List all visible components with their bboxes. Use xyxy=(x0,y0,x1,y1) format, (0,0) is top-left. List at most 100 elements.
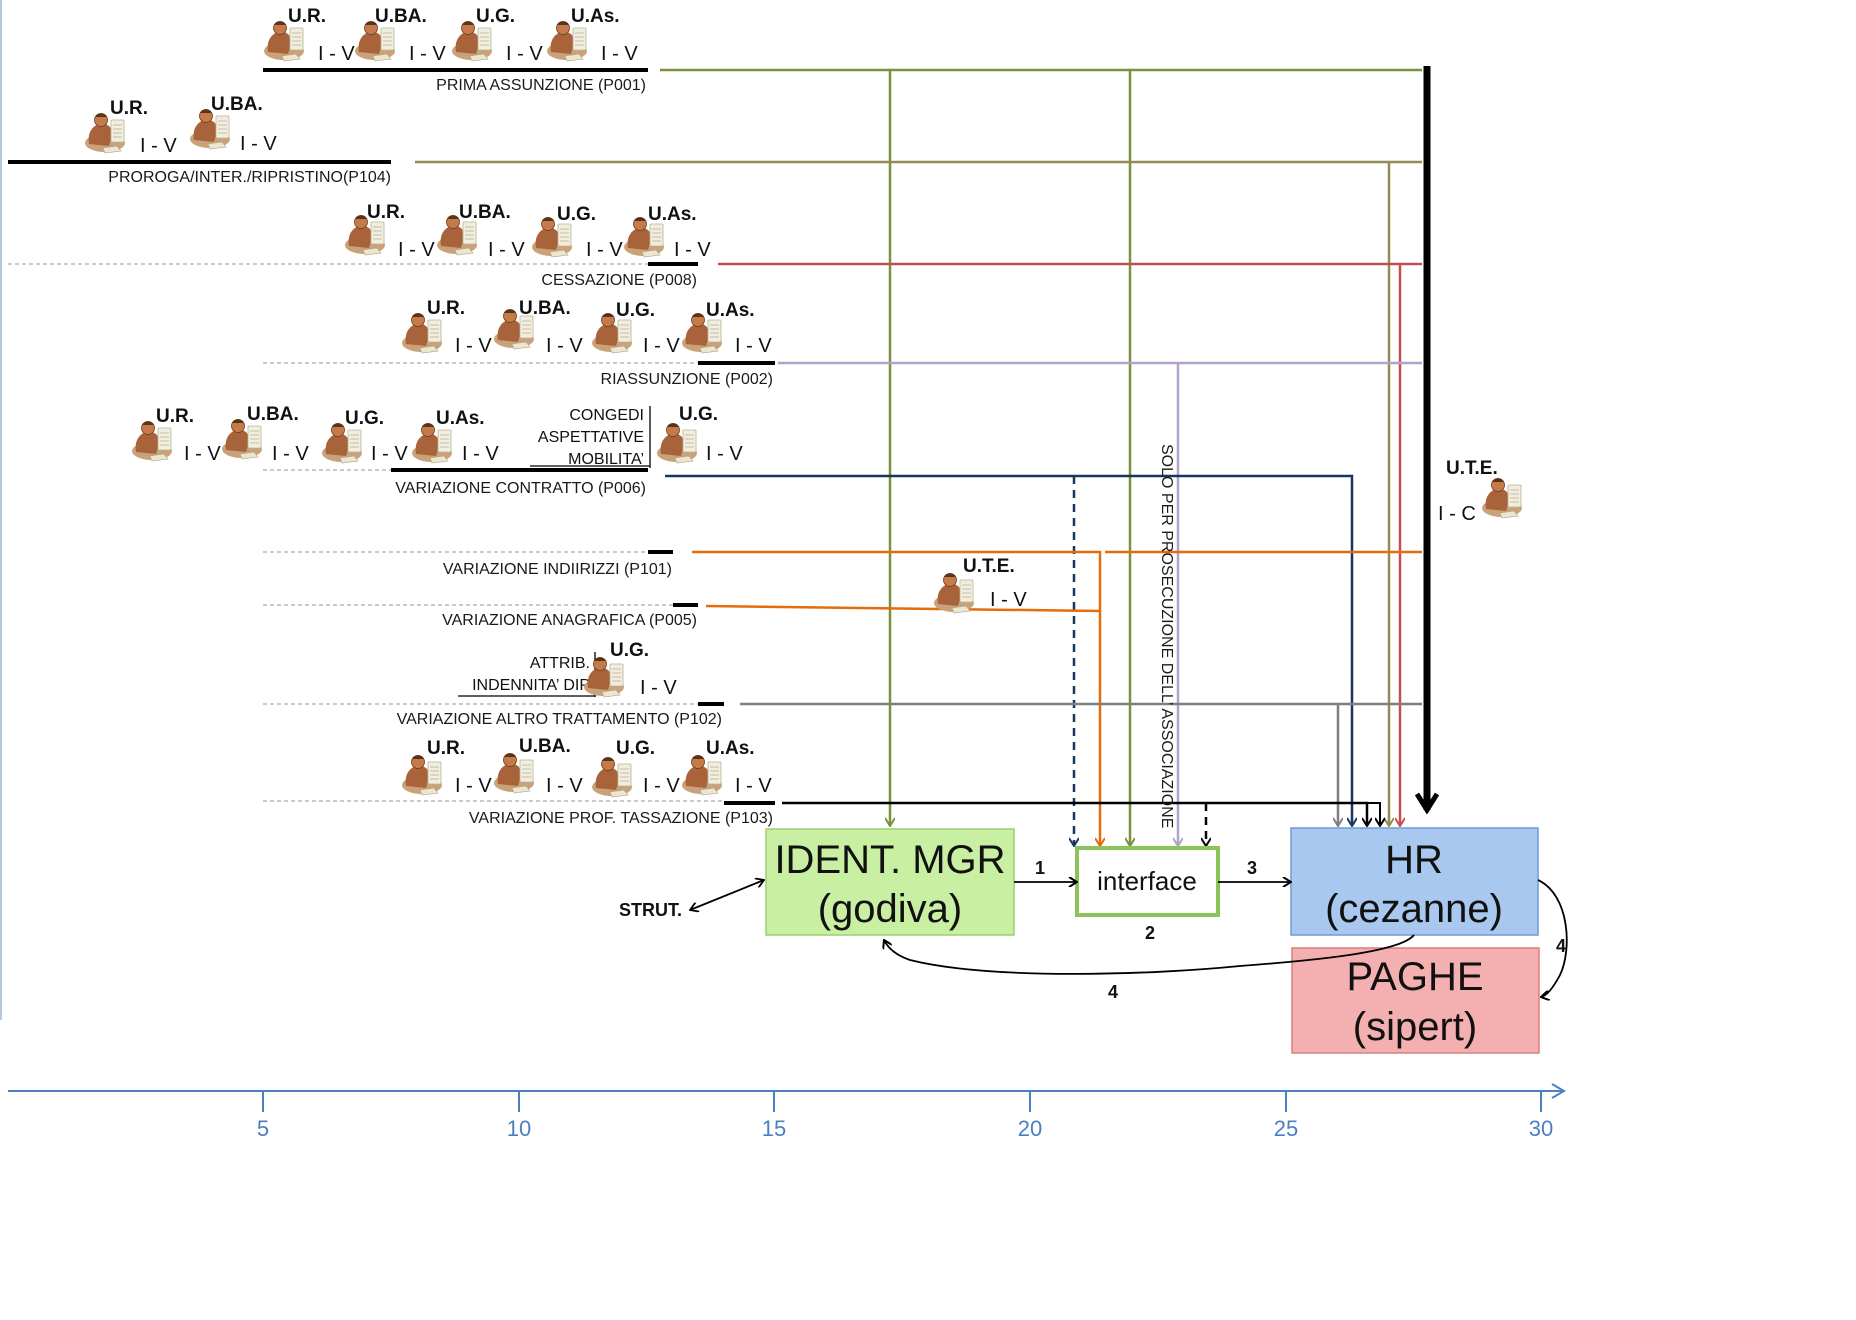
person-icon xyxy=(583,656,625,698)
person-icon xyxy=(354,20,396,62)
access-iv: I - V xyxy=(184,443,221,465)
actor-uas: U.As. xyxy=(706,738,755,759)
congedi-line1: CONGEDI xyxy=(569,407,644,424)
actor-ur: U.R. xyxy=(427,738,465,759)
ident-line2: (godiva) xyxy=(818,887,963,931)
access-iv: I - V xyxy=(455,335,492,357)
congedi-line3: MOBILITA’ xyxy=(568,451,644,468)
access-iv: I - V xyxy=(643,335,680,357)
flow-num-3: 3 xyxy=(1247,858,1257,878)
paghe-line1: PAGHE xyxy=(1346,955,1483,999)
actor-ug: U.G. xyxy=(610,640,649,661)
person-icon xyxy=(1481,477,1523,519)
label-p002: RIASSUNZIONE (P002) xyxy=(601,371,773,388)
person-icon xyxy=(221,418,263,460)
label-p104: PROROGA/INTER./RIPRISTINO(P104) xyxy=(108,169,391,186)
label-p103: VARIAZIONE PROF. TASSAZIONE (P103) xyxy=(469,810,773,827)
access-iv: I - V xyxy=(240,133,277,155)
attrib-line1: ATTRIB. xyxy=(530,655,590,672)
person-icon xyxy=(933,572,975,614)
person-icon xyxy=(321,422,363,464)
actor-ur: U.R. xyxy=(427,298,465,319)
actor-uba: U.BA. xyxy=(459,202,511,223)
axis-tick-label: 15 xyxy=(762,1116,786,1141)
actor-uas: U.As. xyxy=(571,6,620,27)
ident-mgr-box xyxy=(765,828,1015,936)
actor-ug: U.G. xyxy=(616,738,655,759)
interface-label: interface xyxy=(1097,866,1197,896)
actor-uas: U.As. xyxy=(648,204,697,225)
access-iv: I - V xyxy=(735,335,772,357)
axis-tick-label: 10 xyxy=(507,1116,531,1141)
access-iv: I - V xyxy=(488,239,525,261)
actor-uas: U.As. xyxy=(436,408,485,429)
access-iv: I - V xyxy=(140,135,177,157)
hr-line2: (cezanne) xyxy=(1325,887,1503,931)
flow-p006-to-hr xyxy=(665,474,1352,826)
access-iv: I - V xyxy=(546,775,583,797)
label-p102: VARIAZIONE ALTRO TRATTAMENTO (P102) xyxy=(397,711,722,728)
process-rows: PRIMA ASSUNZIONE (P001) PROROGA/INTER./R… xyxy=(8,68,775,827)
flow-lines xyxy=(415,66,1427,846)
actor-ur: U.R. xyxy=(110,98,148,119)
flow-p101-to-interface xyxy=(692,550,1100,846)
flow-num-4b: 4 xyxy=(1556,936,1566,956)
hr-line1: HR xyxy=(1385,838,1443,882)
access-iv: I - V xyxy=(674,239,711,261)
paghe-line2: (sipert) xyxy=(1353,1005,1477,1049)
actor-uba: U.BA. xyxy=(375,6,427,27)
actor-ute-right: U.T.E. xyxy=(1446,458,1498,479)
actor-ug: U.G. xyxy=(557,204,596,225)
timeline-axis: 5 10 15 20 25 30 xyxy=(8,1083,1566,1141)
access-iv: I - V xyxy=(318,43,355,65)
arrow-strut xyxy=(690,880,764,910)
actor-ur: U.R. xyxy=(156,406,194,427)
access-iv: I - V xyxy=(586,239,623,261)
vertical-note: SOLO PER PROSECUZIONE DELL’ ASSOCIAZIONE xyxy=(1158,444,1175,828)
person-icon xyxy=(84,112,126,154)
congedi-line2: ASPETTATIVE xyxy=(538,429,644,446)
access-iv: I - V xyxy=(735,775,772,797)
axis-tick-label: 30 xyxy=(1529,1116,1553,1141)
access-iv: I - V xyxy=(455,775,492,797)
actors: U.R. I - V U.BA. I - V U.G. I - V U.As. … xyxy=(84,6,1523,798)
flow-p103-branch xyxy=(1367,802,1380,826)
actor-ug: U.G. xyxy=(616,300,655,321)
person-icon xyxy=(656,422,698,464)
person-icon xyxy=(401,754,443,796)
system-connectors xyxy=(690,879,1568,997)
person-icon xyxy=(681,754,723,796)
flow-num-1: 1 xyxy=(1035,858,1045,878)
attrib-line2: INDENNITA’ DIP xyxy=(472,677,590,694)
access-iv: I - V xyxy=(706,443,743,465)
access-iv: I - V xyxy=(640,677,677,699)
axis-tick-label: 20 xyxy=(1018,1116,1042,1141)
access-iv: I - V xyxy=(462,443,499,465)
person-icon xyxy=(451,20,493,62)
actor-ug: U.G. xyxy=(345,408,384,429)
actor-uba: U.BA. xyxy=(247,404,299,425)
arrow-4-loop xyxy=(1537,879,1568,997)
strut-label: STRUT. xyxy=(619,900,682,920)
access-iv: I - V xyxy=(272,443,309,465)
actor-uba: U.BA. xyxy=(519,736,571,757)
label-p101: VARIAZIONE INDIIRIZZI (P101) xyxy=(443,561,672,578)
access-iv: I - V xyxy=(643,775,680,797)
access-iv: I - V xyxy=(506,43,543,65)
actor-ug: U.G. xyxy=(679,404,718,425)
ident-line1: IDENT. MGR xyxy=(774,838,1005,882)
person-icon xyxy=(131,420,173,462)
access-iv: I - V xyxy=(990,589,1027,611)
person-icon xyxy=(591,756,633,798)
access-iv: I - V xyxy=(371,443,408,465)
person-icon xyxy=(401,312,443,354)
actor-uas: U.As. xyxy=(706,300,755,321)
person-icon xyxy=(189,108,231,150)
axis-tick-label: 25 xyxy=(1274,1116,1298,1141)
paghe-box xyxy=(1291,947,1540,1054)
actor-ur: U.R. xyxy=(367,202,405,223)
label-p006: VARIAZIONE CONTRATTO (P006) xyxy=(395,480,646,497)
actor-uba: U.BA. xyxy=(211,94,263,115)
person-icon xyxy=(411,422,453,464)
